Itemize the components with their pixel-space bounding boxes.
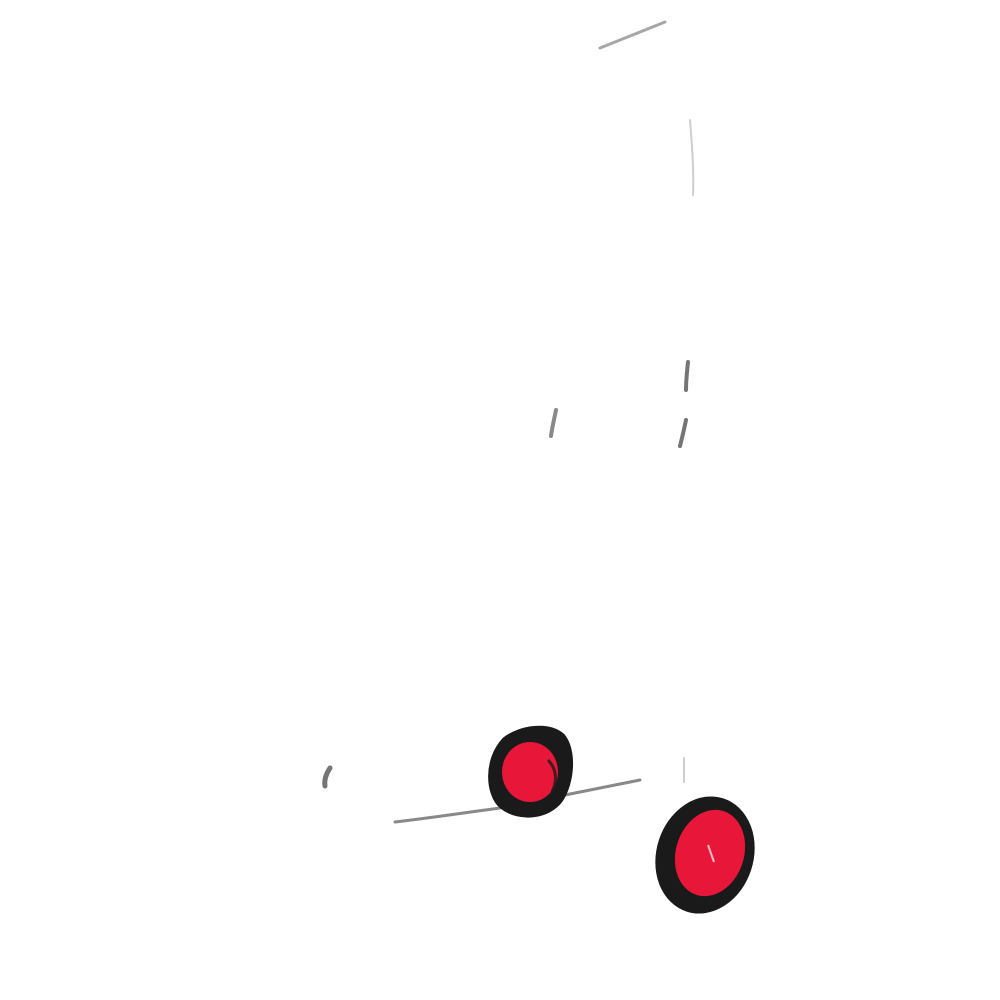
frame: [322, 20, 695, 824]
left-wheel: [488, 725, 574, 818]
frame-left-bracket: [549, 408, 558, 438]
left-wheel-hub: [502, 742, 558, 802]
frame-right-bracket: [678, 360, 690, 448]
left-wheel-axle: [546, 758, 557, 793]
frame-left-foot: [322, 765, 333, 789]
right-wheel-highlight: [707, 844, 715, 863]
frame-base-plate: [393, 778, 642, 824]
frame-top-handle: [598, 20, 667, 50]
frame-right-upright-top: [689, 119, 695, 196]
right-wheel: [655, 796, 755, 914]
